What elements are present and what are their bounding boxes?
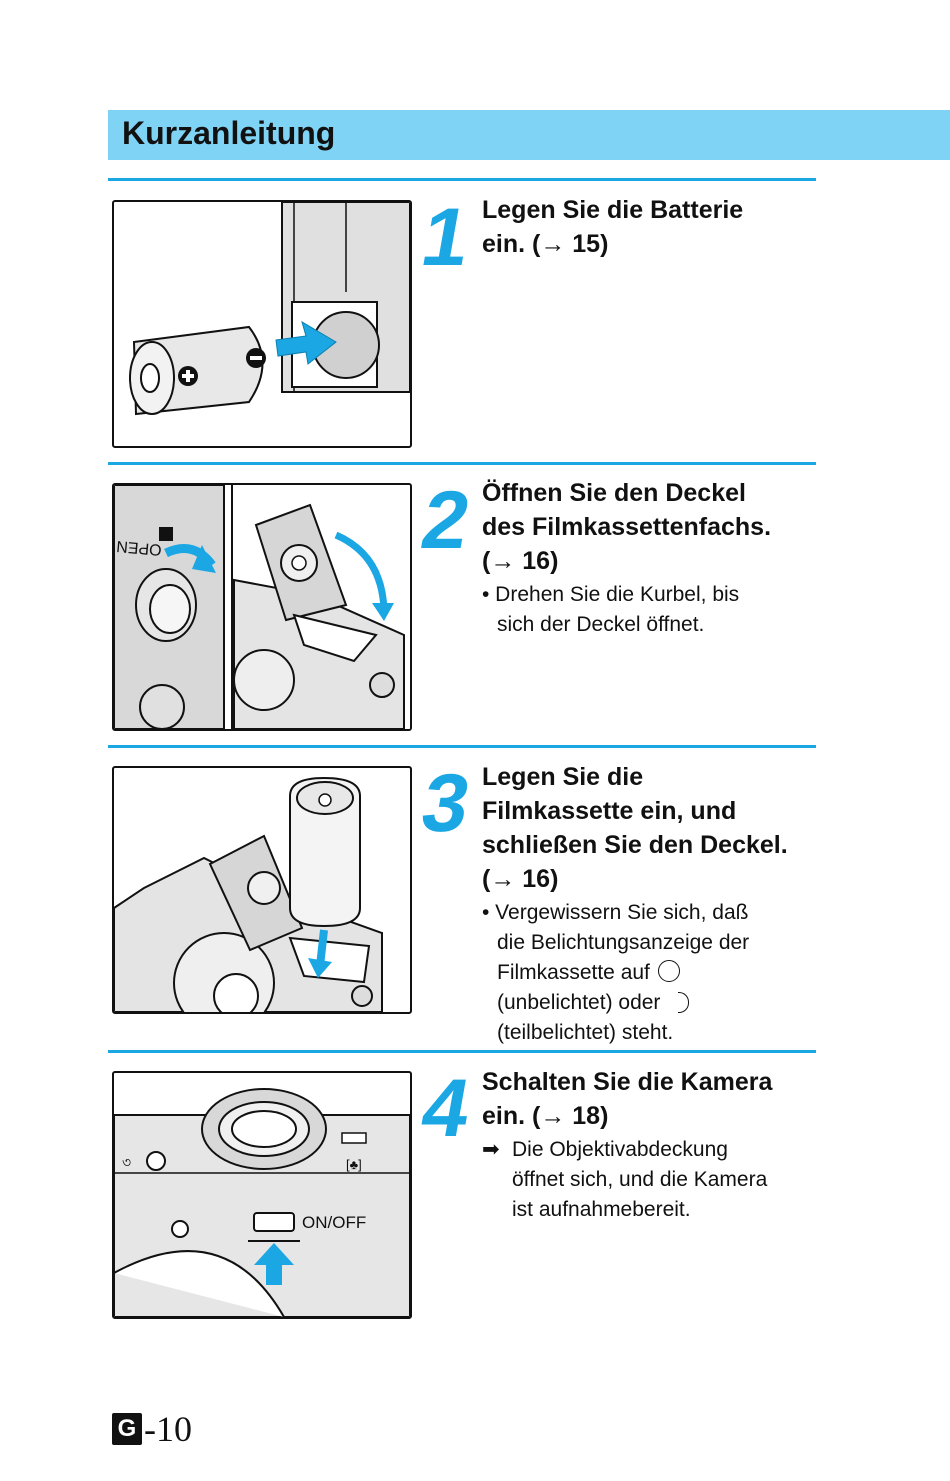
step-title-line: Schalten Sie die Kamera [482, 1068, 773, 1096]
bullet-line: sich der Deckel öffnet. [497, 613, 705, 636]
step-3-text: Legen Sie die Filmkassette ein, und schl… [482, 760, 822, 1048]
step-1-text: Legen Sie die Batterie ein. (→ 15) [482, 193, 822, 261]
step-title-line: (→ 16) [482, 547, 559, 575]
step-number: 1 [415, 192, 477, 283]
divider-step-4 [108, 1050, 816, 1053]
bullet-line: die Belichtungsanzeige der [497, 931, 750, 954]
step-title-line: Filmkassette ein, und [482, 797, 737, 825]
power-on-illustration: ৩ [♣] ON/OFF [112, 1071, 412, 1319]
unexposed-circle-icon [657, 960, 680, 982]
bullet-line: (unbelichtet) oder [497, 991, 661, 1014]
divider-step-1 [108, 178, 816, 181]
step-title-line: ein. (→ 15) [482, 230, 609, 258]
page-title: Kurzanleitung [122, 115, 336, 151]
step-number: 2 [415, 475, 477, 566]
open-cartridge-lid-illustration: OPEN [112, 483, 412, 731]
divider-step-2 [108, 462, 816, 465]
insert-film-cartridge-illustration [112, 766, 412, 1014]
step-title-line: Legen Sie die Batterie [482, 196, 744, 224]
step-number: 3 [415, 758, 477, 849]
bullet-line: Filmkassette auf [497, 961, 650, 984]
step-number: 4 [415, 1063, 477, 1154]
step-4-text: Schalten Sie die Kamera ein. (→ 18) ➡ Die… [482, 1065, 822, 1225]
step-title-line: des Filmkassettenfachs. [482, 513, 772, 541]
bullet-line: • Drehen Sie die Kurbel, bis [482, 583, 740, 606]
battery-insert-illustration [112, 200, 412, 448]
partially-exposed-half-circle-icon [678, 992, 690, 1013]
note-line: öffnet sich, und die Kamera [512, 1168, 768, 1191]
step-title-line: ein. (→ 18) [482, 1102, 609, 1130]
step-2-text: Öffnen Sie den Deckel des Filmkassettenf… [482, 476, 822, 640]
section-header: Kurzanleitung [108, 110, 950, 160]
divider-step-3 [108, 745, 816, 748]
step-title-line: Legen Sie die [482, 763, 644, 791]
result-note: ➡ Die Objektivabdeckung öffnet sich, und … [482, 1135, 822, 1225]
step-bullet: • Drehen Sie die Kurbel, bis sich der De… [482, 580, 822, 640]
on-off-label: ON/OFF [302, 1213, 366, 1232]
svg-text:৩: ৩ [122, 1154, 131, 1170]
svg-text:[♣]: [♣] [346, 1157, 362, 1172]
step-bullet: • Vergewissern Sie sich, daß die Belicht… [482, 898, 822, 1048]
note-line: ist aufnahmebereit. [512, 1198, 691, 1221]
right-arrow-icon: ➡ [482, 1138, 500, 1161]
open-label: OPEN [116, 537, 163, 558]
step-title-line: (→ 16) [482, 865, 559, 893]
step-title-line: schließen Sie den Deckel. [482, 831, 788, 859]
bullet-line: • Vergewissern Sie sich, daß [482, 901, 749, 924]
note-line: Die Objektivabdeckung [512, 1138, 728, 1161]
step-title-line: Öffnen Sie den Deckel [482, 479, 746, 507]
page-footer: G-10 [112, 1408, 192, 1449]
language-badge: G [112, 1413, 142, 1445]
bullet-line: (teilbelichtet) steht. [497, 1021, 674, 1044]
page-number: -10 [144, 1409, 192, 1449]
